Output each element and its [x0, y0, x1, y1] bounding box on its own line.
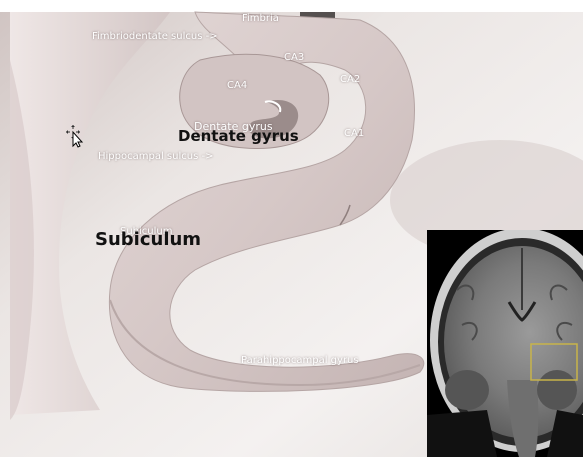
label-ca4: CA4: [227, 80, 247, 91]
label-ca2: CA2: [340, 74, 360, 85]
overlay-subiculum: Subiculum: [95, 229, 201, 250]
label-ca1: CA1: [344, 128, 364, 139]
label-fimbriodentate-sulcus: Fimbriodentate sulcus ->: [92, 31, 218, 42]
label-hippocampal-sulcus: Hippocampal sulcus ->: [98, 151, 213, 162]
move-cursor-icon: [65, 124, 87, 148]
mri-image: [427, 230, 583, 457]
label-ca3: CA3: [284, 52, 304, 63]
overlay-dentate-gyrus: Dentate gyrus: [178, 127, 299, 145]
mri-right-temporal: [537, 370, 577, 410]
top-margin: [0, 0, 583, 12]
mri-left-temporal: [445, 370, 489, 410]
label-parahippocampal-gyrus: Parahippocampal gyrus: [241, 355, 359, 366]
mri-coronal-inset: [427, 230, 583, 457]
label-fimbria: Fimbria: [242, 13, 279, 24]
